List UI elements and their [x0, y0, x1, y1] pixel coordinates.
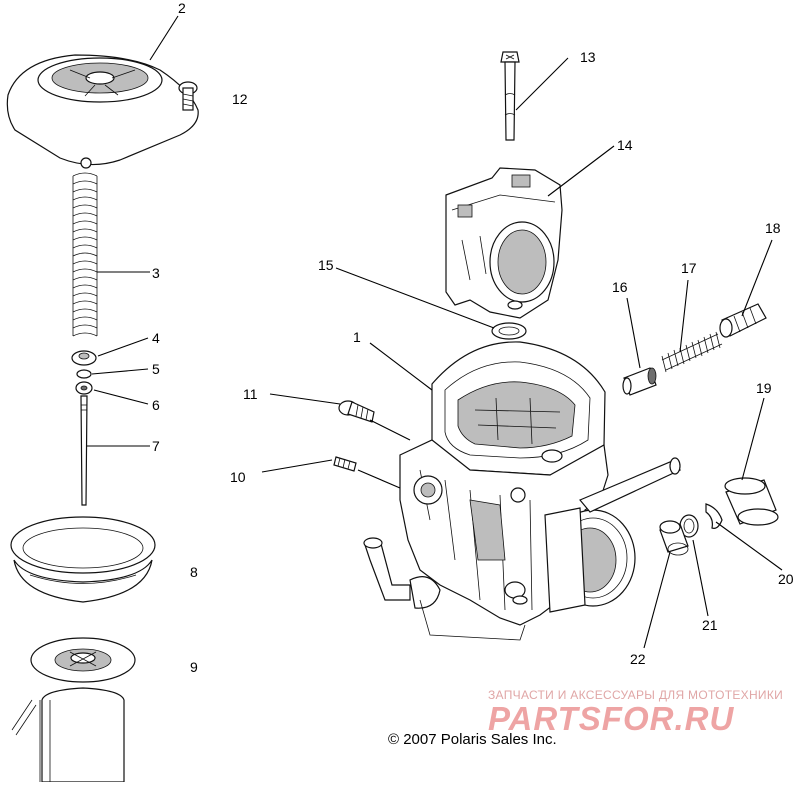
- part-18-nut: [719, 303, 767, 338]
- part-15-o-ring: [491, 322, 527, 340]
- callout-14: 14: [617, 137, 633, 153]
- part-5-clip: [76, 369, 92, 379]
- part-19-boot: [724, 477, 779, 526]
- part-6-washer: [75, 381, 93, 395]
- part-12-screw: [178, 81, 198, 111]
- callout-9: 9: [190, 659, 198, 675]
- part-1-carburetor-body: [363, 341, 682, 641]
- callout-5: 5: [152, 361, 160, 377]
- callout-16: 16: [612, 279, 628, 295]
- part-17-spring: [661, 331, 723, 373]
- callout-17: 17: [681, 260, 697, 276]
- part-3-spring: [72, 172, 98, 342]
- callout-12: 12: [232, 91, 248, 107]
- part-22-sleeve: [659, 520, 689, 556]
- part-10-pilot-screw: [333, 456, 357, 472]
- watermark-tagline: ЗАПЧАСТИ И АКСЕССУАРЫ ДЛЯ МОТОТЕХНИКИ: [488, 688, 784, 702]
- callout-labels: 2 12 3 4 5 6 7 8 9 13 14 15 1 11 10 16 1…: [152, 0, 794, 675]
- copyright-notice: © 2007 Polaris Sales Inc.: [388, 731, 557, 748]
- callout-10: 10: [230, 469, 246, 485]
- callout-8: 8: [190, 564, 198, 580]
- part-16-plunger: [622, 367, 657, 396]
- part-8-diaphragm: [10, 516, 156, 603]
- callout-20: 20: [778, 571, 794, 587]
- callout-15: 15: [318, 257, 334, 273]
- callout-7: 7: [152, 438, 160, 454]
- part-9-throttle-slide: [11, 637, 136, 783]
- callout-11: 11: [243, 386, 258, 402]
- callout-21: 21: [702, 617, 718, 633]
- part-4-spring-seat: [71, 350, 97, 366]
- callout-4: 4: [152, 330, 160, 346]
- callout-2: 2: [178, 0, 186, 16]
- part-7-jet-needle: [80, 395, 88, 506]
- watermark-brand-text: PARTSFOR.RU: [488, 700, 734, 736]
- callout-1: 1: [353, 329, 361, 345]
- callout-19: 19: [756, 380, 772, 396]
- part-20-clip: [705, 503, 723, 529]
- callout-22: 22: [630, 651, 646, 667]
- callout-18: 18: [765, 220, 781, 236]
- callout-6: 6: [152, 397, 160, 413]
- callout-13: 13: [580, 49, 596, 65]
- part-14-top-cover: [445, 167, 563, 319]
- leader-lines: [87, 15, 783, 649]
- callout-3: 3: [152, 265, 160, 281]
- part-13-screw: [500, 51, 520, 141]
- part-11-screw: [338, 400, 375, 423]
- part-2-diaphragm-cover: [6, 54, 199, 169]
- watermark-brand-logo: PARTSFOR.RU: [488, 700, 734, 736]
